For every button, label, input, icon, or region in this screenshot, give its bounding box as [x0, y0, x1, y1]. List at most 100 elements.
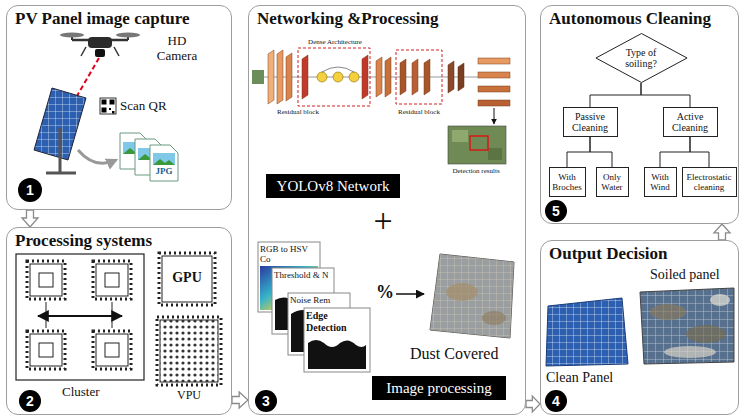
gpu-chip [159, 253, 215, 305]
dense-unit [317, 72, 327, 82]
chip-pins [93, 331, 131, 369]
diamond-shape [595, 34, 686, 83]
network-part-label: Residual block [266, 108, 330, 116]
file-sheet [150, 145, 178, 181]
output-arrow [494, 108, 495, 124]
field-patch [488, 148, 502, 160]
flow-arrow [526, 396, 540, 412]
dirt-patch [686, 325, 726, 343]
dust-patch [446, 283, 478, 301]
field-patch [452, 130, 468, 142]
callout-number: 2 [19, 390, 41, 412]
conv-layer [458, 63, 464, 91]
device-label: Scan QR [120, 99, 167, 114]
file-hills [153, 159, 175, 165]
conv-layer [448, 61, 454, 93]
input-image [252, 70, 264, 84]
detect-layer [478, 72, 510, 78]
tree-connector [641, 83, 690, 107]
callout-text: 5 [552, 204, 560, 218]
section-panel: PV Panel image capture1 [6, 5, 232, 210]
edge-mask [308, 340, 366, 369]
detect-layer [478, 100, 510, 106]
soiled-panel [640, 288, 734, 364]
dense-unit [349, 72, 359, 82]
chip-body [162, 256, 212, 302]
flow-arrow [232, 392, 248, 408]
process-box: Passive Cleaning [563, 107, 618, 137]
method-box: With Broches [549, 167, 586, 197]
conv-layer [412, 59, 418, 95]
panel-heading: Processing systems [15, 231, 223, 251]
chip-pins [157, 317, 221, 385]
image-file-icon [150, 145, 178, 181]
tree-connector [660, 137, 690, 167]
panel-stand [59, 128, 62, 172]
method-box: With Wind [644, 167, 677, 197]
process-box: Active Cleaning [663, 107, 718, 137]
conv-layer [424, 59, 430, 95]
chip-body [160, 320, 218, 382]
qr-module [109, 108, 111, 110]
dirt-patch [664, 346, 716, 358]
section-panel: Output Decision4 [540, 240, 739, 415]
section-panel: Processing systems 2 [6, 227, 232, 415]
edge-card [304, 308, 370, 372]
cluster-frame [16, 254, 144, 380]
conv-layer [362, 55, 368, 99]
node-text: With Wind [647, 172, 674, 193]
drone-rotor [116, 33, 140, 38]
hardware-label: GPU [162, 270, 212, 286]
conv-layer [400, 59, 406, 95]
capture-arrow [78, 150, 116, 163]
dirt-patch [650, 304, 686, 320]
dusty-panel [430, 254, 514, 338]
detection-image [448, 126, 506, 164]
method-box: Electrostatic cleaning [682, 167, 737, 197]
conv-layer [376, 57, 382, 97]
cpu-chip [93, 331, 131, 369]
chip-die [39, 343, 53, 357]
node-text: Active Cleaning [667, 111, 714, 134]
detect-layer [478, 86, 510, 92]
step-label: Edge Detection [306, 310, 368, 333]
panel-heading: Networking &Processing [257, 9, 517, 29]
cpu-chip [27, 331, 65, 369]
step-label: Noise Rem [290, 295, 348, 305]
residual-block-frame [396, 50, 442, 104]
chip-body [96, 334, 128, 366]
conv-layer [286, 53, 292, 101]
tree-connector [567, 137, 590, 167]
conv-layer [277, 50, 283, 104]
chip-die [39, 273, 53, 287]
cpu-chip [27, 261, 65, 299]
dense-skip [322, 67, 354, 72]
interconnect-arrow [38, 315, 122, 317]
qr-finder [110, 100, 115, 105]
bus-line [46, 302, 112, 328]
network-part-label: Dense Architecture [299, 38, 371, 46]
chip-pins [27, 331, 65, 369]
method-box: Only Water [596, 167, 629, 197]
result-label: Dust Covered [410, 345, 498, 363]
conv-layer [268, 50, 274, 104]
detection-box [470, 136, 488, 150]
chip-die [105, 273, 119, 287]
dust-layer [430, 254, 514, 338]
hd-camera [95, 49, 105, 57]
drone-leg [81, 47, 119, 56]
detect-layer [478, 58, 510, 64]
node-text: With Broches [552, 172, 583, 193]
panel-state-label: Soiled panel [650, 267, 720, 283]
hardware-label: VPU [158, 389, 220, 403]
plus-sign: + [370, 204, 396, 238]
drone [60, 33, 140, 58]
callout-text: 4 [552, 394, 560, 408]
qr-code [100, 98, 116, 114]
network-flow [264, 77, 478, 78]
percent-sign: % [376, 282, 394, 303]
flow-arrow [714, 224, 730, 240]
clean-panel [546, 298, 628, 366]
decision-diamond: Type of soiling? [595, 33, 688, 83]
